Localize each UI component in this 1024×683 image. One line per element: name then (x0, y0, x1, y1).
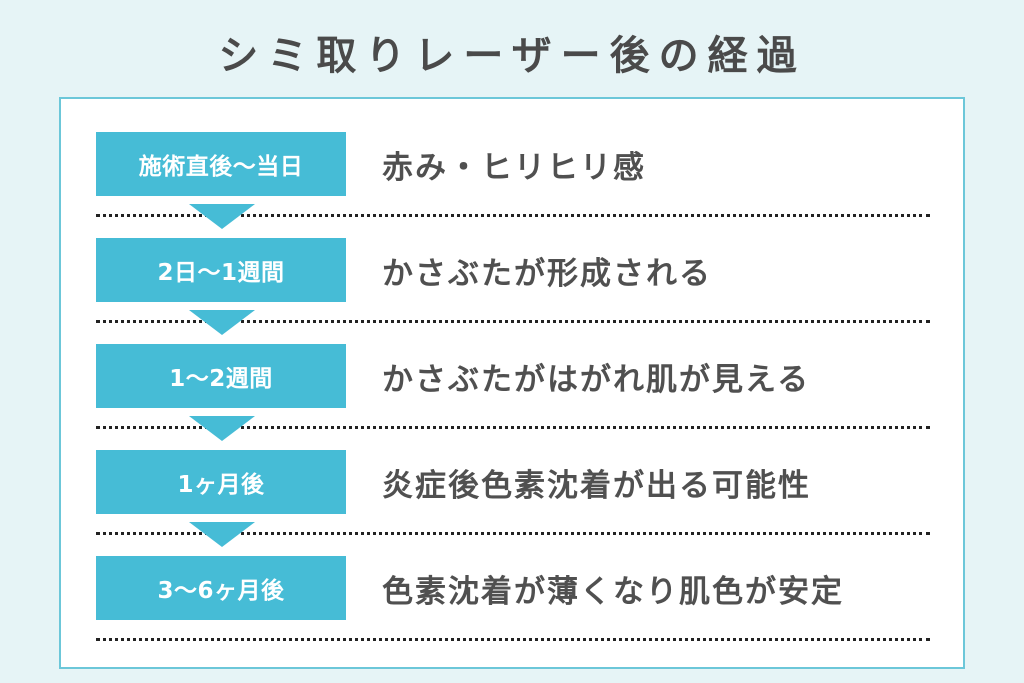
timeline-row: 施術直後〜当日 赤み・ヒリヒリ感 (61, 132, 963, 238)
stage-label: 1〜2週間 (96, 344, 346, 408)
dotted-divider (96, 214, 930, 217)
page-title: シミ取りレーザー後の経過 (218, 33, 806, 79)
down-triangle-icon (189, 522, 255, 547)
timeline-row: 1〜2週間 かさぶたがはがれ肌が見える (61, 344, 963, 450)
timeline-row: 3〜6ヶ月後 色素沈着が薄くなり肌色が安定 (61, 556, 963, 662)
dotted-divider (96, 532, 930, 535)
stage-label: 3〜6ヶ月後 (96, 556, 346, 620)
stage-label: 施術直後〜当日 (96, 132, 346, 196)
down-triangle-icon (189, 204, 255, 229)
dotted-divider (96, 638, 930, 641)
stage-label: 2日〜1週間 (96, 238, 346, 302)
stage-label: 1ヶ月後 (96, 450, 346, 514)
dotted-divider (96, 320, 930, 323)
timeline-row: 1ヶ月後 炎症後色素沈着が出る可能性 (61, 450, 963, 556)
stage-description: かさぶたがはがれ肌が見える (382, 361, 811, 398)
timeline-row: 2日〜1週間 かさぶたが形成される (61, 238, 963, 344)
stage-description: 炎症後色素沈着が出る可能性 (382, 467, 811, 504)
stage-description: かさぶたが形成される (382, 255, 712, 292)
down-triangle-icon (189, 416, 255, 441)
down-triangle-icon (189, 310, 255, 335)
stage-description: 赤み・ヒリヒリ感 (382, 149, 646, 186)
dotted-divider (96, 426, 930, 429)
stage-description: 色素沈着が薄くなり肌色が安定 (382, 573, 844, 610)
timeline-panel: 施術直後〜当日 赤み・ヒリヒリ感 2日〜1週間 かさぶたが形成される 1〜2週間… (59, 97, 965, 669)
